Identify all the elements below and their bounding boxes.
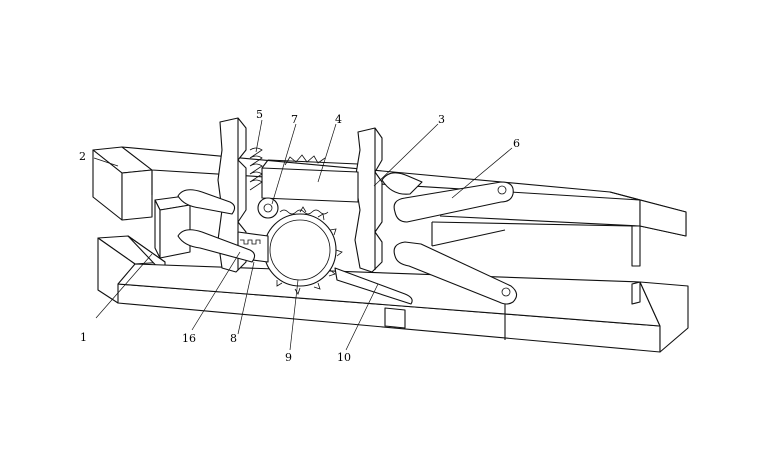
upper-spur-gear xyxy=(284,154,326,166)
label-9: 9 xyxy=(285,351,292,364)
right-gear-plate xyxy=(354,127,383,273)
label-8: 8 xyxy=(230,332,237,345)
label-7: 7 xyxy=(291,113,298,126)
large-gear xyxy=(263,206,343,295)
label-1: 1 xyxy=(80,331,87,344)
pinion xyxy=(257,197,329,219)
label-10: 10 xyxy=(337,351,351,364)
right-links xyxy=(334,172,518,329)
left-links xyxy=(177,189,256,263)
label-2: 2 xyxy=(79,150,86,163)
label-4: 4 xyxy=(335,113,342,126)
label-16: 16 xyxy=(182,332,196,345)
part-labels: 1 2 3 4 5 6 7 8 9 10 16 xyxy=(79,108,520,364)
label-6: 6 xyxy=(513,137,520,150)
label-3: 3 xyxy=(438,113,445,126)
label-5: 5 xyxy=(256,108,263,121)
crossbar xyxy=(261,159,359,203)
leader-lines xyxy=(93,119,513,351)
spring xyxy=(249,147,263,191)
left-clamp-block xyxy=(154,195,191,259)
